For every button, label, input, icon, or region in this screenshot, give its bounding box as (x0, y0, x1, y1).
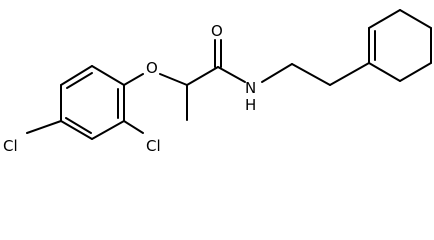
ring-bond (60, 120, 93, 140)
carbonyl-oxygen-label: O (211, 22, 223, 40)
alpha-carbonyl-bond (186, 66, 219, 86)
ring-bond (399, 62, 432, 82)
ring-double-bond-inner (65, 117, 92, 134)
chlorine-ortho-label: Cl (146, 137, 161, 153)
dichlorophenyl-ring (60, 65, 125, 140)
ethyl-bond-1 (261, 63, 293, 83)
ring-double-bond-inner (66, 72, 93, 89)
ethyl-bond-3 (329, 62, 370, 86)
ring-bond (368, 9, 401, 29)
ring-bond (60, 65, 93, 86)
ring-bond (399, 9, 432, 29)
carbonyl-nitrogen-bond (217, 66, 246, 83)
aryl-ether-bond (123, 73, 144, 86)
amide-hydrogen-label: H (245, 96, 256, 114)
cyclohexenyl-ring (368, 9, 432, 82)
ether-alkyl-bond (159, 73, 188, 86)
ether-oxygen-label: O (146, 59, 158, 77)
ortho-chlorine-bond (123, 120, 144, 134)
molecule-canvas: Cl Cl O O N H (3, 9, 432, 153)
amide-nitrogen-label: N (245, 79, 256, 97)
ring-bond (91, 120, 125, 140)
para-chlorine-bond (26, 120, 62, 134)
ring-bond (368, 62, 401, 82)
ring-bond (91, 65, 125, 86)
structure-drawing: Cl Cl O O N H (3, 9, 432, 153)
chlorine-para-label: Cl (3, 137, 18, 153)
ethyl-bond-2 (291, 63, 331, 86)
